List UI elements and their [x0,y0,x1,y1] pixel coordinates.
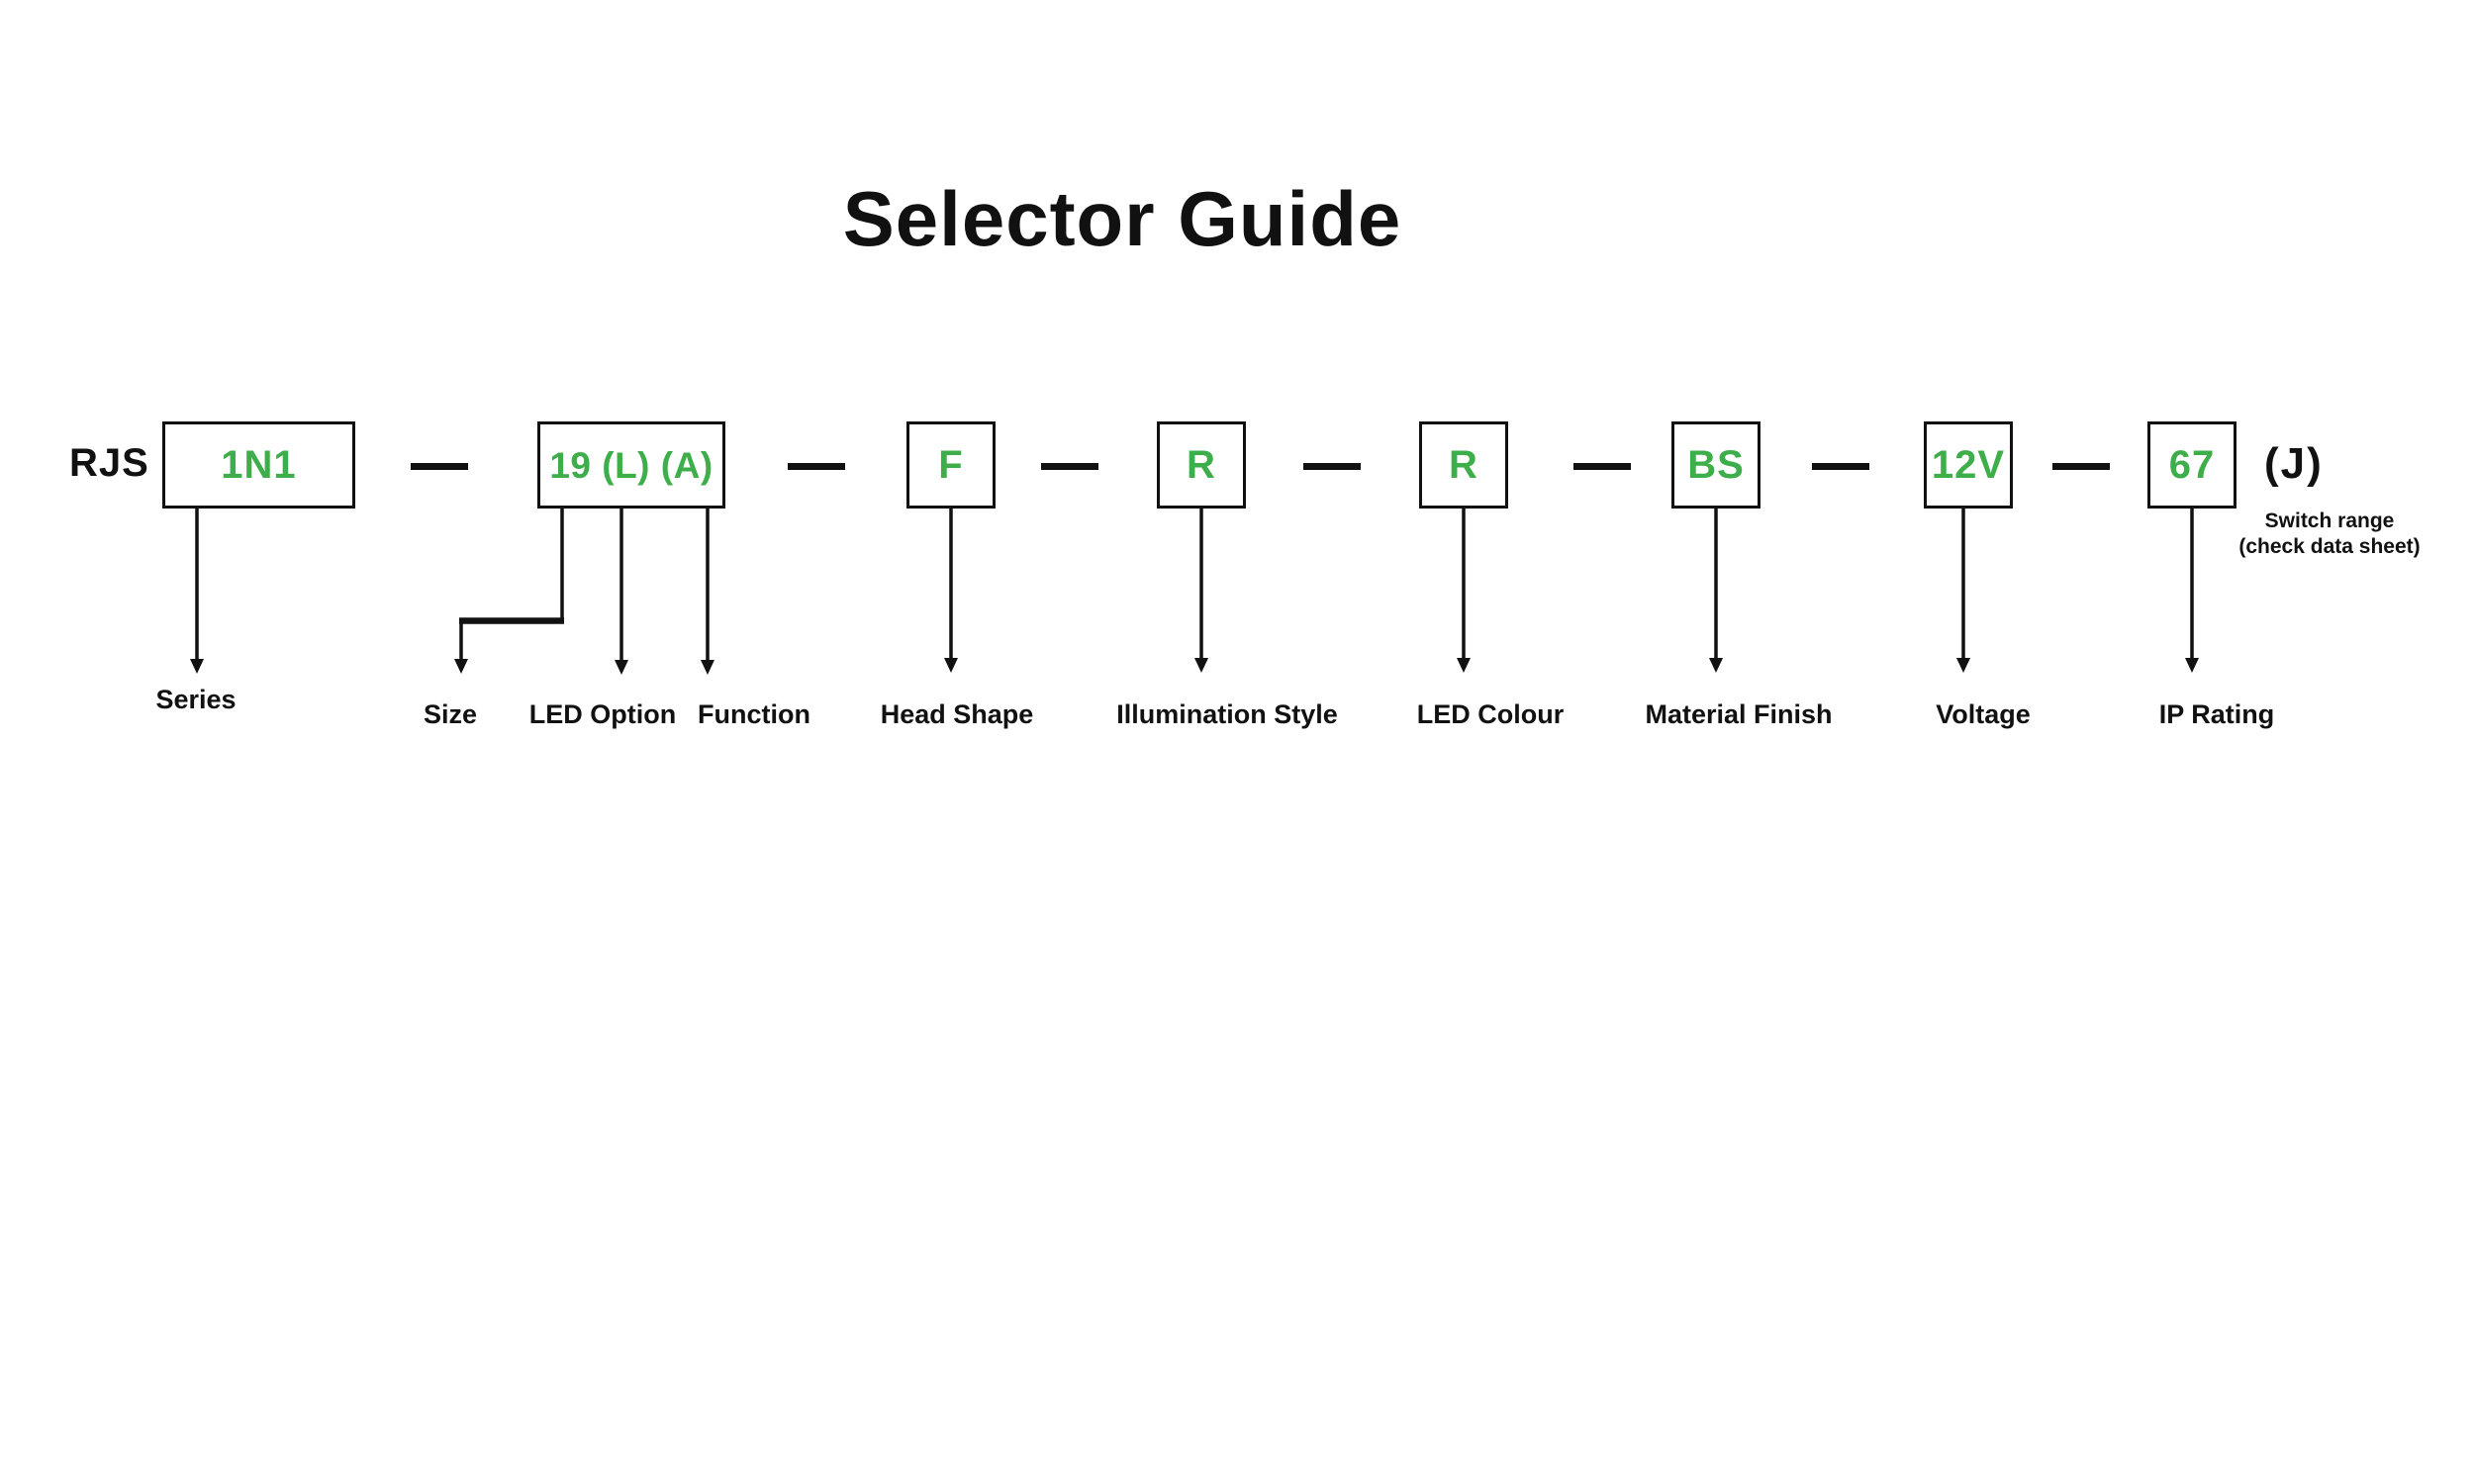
suffix-note-line2: (check data sheet) [2238,535,2421,558]
code-box-size-led-function: 19 (L) (A) [537,421,725,509]
arrow-ip-rating [2185,509,2199,673]
code-value-series: 1N1 [221,443,297,487]
code-box-voltage: 12V [1924,421,2013,509]
series-prefix: RJS [69,441,149,485]
code-box-led-colour: R [1419,421,1508,509]
label-head-shape: Head Shape [880,699,1034,729]
code-value-size-led-function: 19 (L) (A) [549,444,714,486]
arrow-head-shape [944,509,958,673]
arrow-led-colour [1457,509,1471,673]
arrow-illumination-style [1194,509,1208,673]
code-box-material-finish: BS [1671,421,1760,509]
arrow-led-option [615,509,628,675]
arrow-series [190,509,204,674]
label-voltage: Voltage [1936,699,2031,729]
suffix-code: (J) [2264,439,2324,488]
separator-dash [411,463,468,470]
label-illumination-style: Illumination Style [1116,699,1338,729]
arrow-voltage [1956,509,1970,673]
label-material-finish: Material Finish [1645,699,1833,729]
arrow-size [454,509,564,674]
separator-dash [788,463,845,470]
label-series: Series [155,685,237,714]
arrow-function [701,509,714,675]
label-size: Size [423,699,478,729]
separator-dash [1812,463,1869,470]
code-box-illumination-style: R [1157,421,1246,509]
code-box-series: 1N1 [162,421,355,509]
arrow-material-finish [1709,509,1723,673]
separator-dash [1041,463,1098,470]
page-title: Selector Guide [842,175,1402,262]
code-value-head-shape: F [938,443,964,487]
separator-dash [1573,463,1631,470]
code-box-head-shape: F [906,421,996,509]
code-value-led-colour: R [1449,443,1478,487]
label-function: Function [698,699,810,729]
label-led-colour: LED Colour [1416,699,1565,729]
code-value-illumination-style: R [1187,443,1216,487]
suffix-note: Switch range (check data sheet) [2231,509,2428,560]
label-led-option: LED Option [528,699,677,729]
separator-dash [1303,463,1361,470]
code-value-ip-rating: 67 [2168,443,2216,487]
separator-dash [2052,463,2110,470]
label-ip-rating: IP Rating [2158,699,2275,729]
code-value-voltage: 12V [1931,443,2006,487]
suffix-note-line1: Switch range [2264,510,2395,532]
code-box-ip-rating: 67 [2147,421,2236,509]
code-value-material-finish: BS [1687,443,1745,487]
